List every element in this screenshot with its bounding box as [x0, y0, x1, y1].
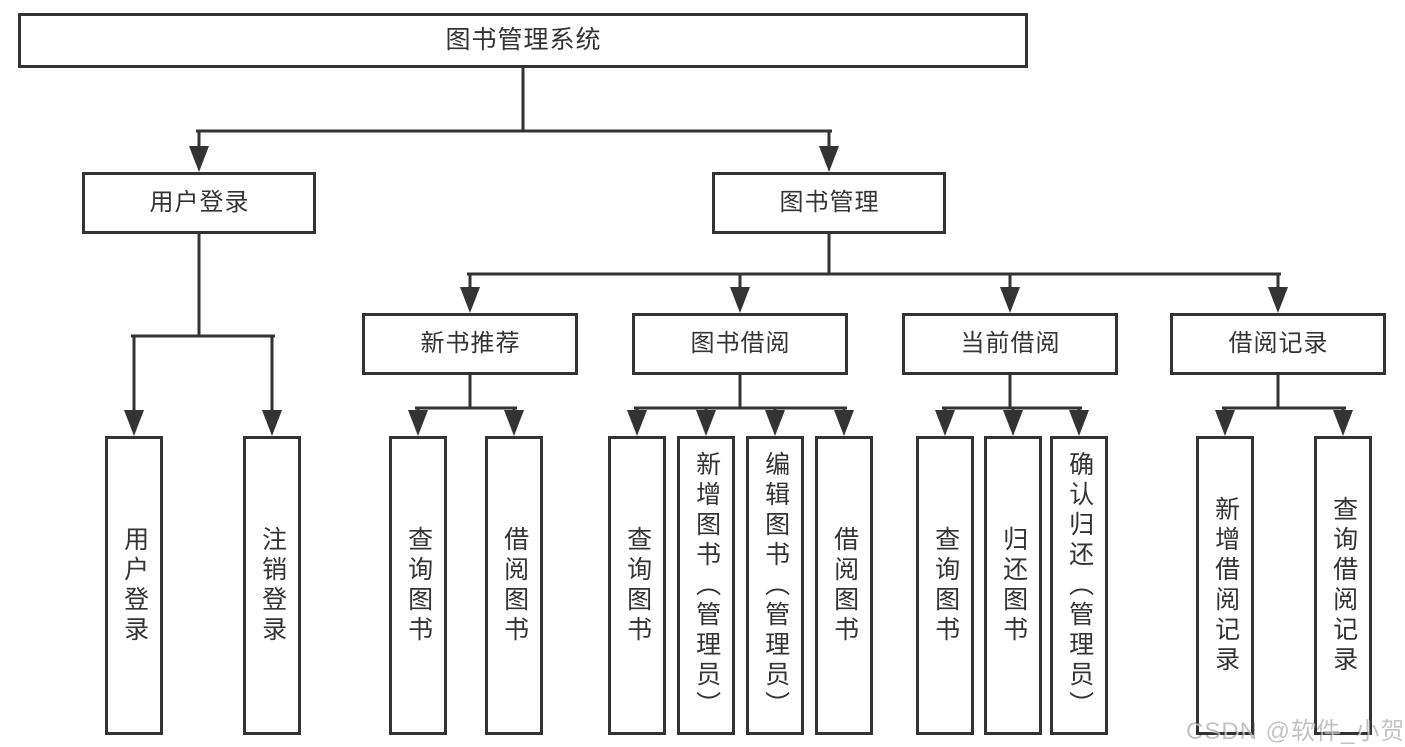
connector-user-login-branch	[124, 232, 282, 436]
node-book-management: 图书管理	[712, 172, 946, 234]
arrowhead-down-icon	[696, 410, 716, 436]
leaf-query-books-3: 查询图书	[916, 436, 974, 735]
arrowhead-down-icon	[730, 287, 750, 313]
connector-line	[1222, 373, 1346, 414]
arrowhead-down-icon	[504, 410, 524, 436]
leaf-add-books-admin: 新增图书（管理员）	[677, 436, 735, 735]
connector-line	[467, 232, 1281, 291]
arrowhead-down-icon	[935, 410, 955, 436]
arrowhead-down-icon	[1003, 410, 1023, 436]
leaf-edit-books-admin: 编辑图书（管理员）	[746, 436, 804, 735]
leaf-query-books-1: 查询图书	[389, 436, 447, 735]
arrowhead-down-icon	[1268, 287, 1288, 313]
node-library-management-system: 图书管理系统	[18, 13, 1028, 68]
arrowhead-down-icon	[765, 410, 785, 436]
leaf-borrow-books-2: 借阅图书	[815, 436, 873, 735]
leaf-add-borrow-record: 新增借阅记录	[1196, 436, 1254, 735]
arrowhead-down-icon	[627, 410, 647, 436]
leaf-confirm-return-admin: 确认归还（管理员）	[1050, 436, 1108, 735]
arrowhead-down-icon	[124, 410, 144, 436]
arrowhead-down-icon	[1069, 410, 1089, 436]
node-new-book-recommend: 新书推荐	[362, 313, 578, 375]
csdn-watermark: CSDN @软件_小贺同学	[1186, 718, 1405, 745]
node-borrowing-records: 借阅记录	[1170, 313, 1386, 375]
leaf-return-books: 归还图书	[984, 436, 1042, 735]
arrowhead-down-icon	[834, 410, 854, 436]
connector-borrow-record-branch	[1215, 373, 1353, 436]
arrowhead-down-icon	[819, 146, 839, 172]
connector-line	[415, 373, 517, 414]
node-book-borrowing: 图书借阅	[632, 313, 848, 375]
connector-new-book-branch	[408, 373, 524, 436]
node-current-borrowing: 当前借阅	[902, 313, 1118, 375]
leaf-logout: 注销登录	[243, 436, 301, 735]
arrowhead-down-icon	[1215, 410, 1235, 436]
leaf-query-books-2: 查询图书	[608, 436, 666, 735]
connector-root-to-level1	[189, 66, 839, 172]
leaf-user-login: 用户登录	[105, 436, 163, 735]
connector-book-borrow-branch	[627, 373, 854, 436]
arrowhead-down-icon	[262, 410, 282, 436]
connector-book-mgmt-to-level2	[460, 232, 1288, 313]
arrowhead-down-icon	[460, 287, 480, 313]
connector-line	[634, 373, 847, 414]
leaf-borrow-books-1: 借阅图书	[485, 436, 543, 735]
arrowhead-down-icon	[408, 410, 428, 436]
node-user-login: 用户登录	[82, 172, 316, 234]
connector-line	[131, 232, 275, 414]
connector-line	[942, 373, 1082, 414]
connector-current-borrow-branch	[935, 373, 1089, 436]
leaf-query-borrow-record: 查询借阅记录	[1314, 436, 1372, 735]
arrowhead-down-icon	[1000, 287, 1020, 313]
arrowhead-down-icon	[1333, 410, 1353, 436]
arrowhead-down-icon	[189, 146, 209, 172]
connector-line	[196, 66, 832, 150]
